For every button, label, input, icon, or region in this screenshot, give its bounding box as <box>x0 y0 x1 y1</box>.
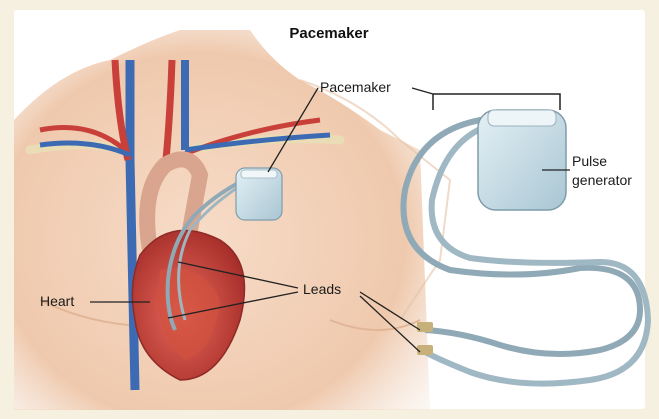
vein-neck-left <box>130 60 135 390</box>
label-pulse-line2: generator <box>572 172 632 188</box>
callout-bracket <box>433 94 560 110</box>
lead-tip-2 <box>417 345 433 355</box>
lead-tip-1 <box>417 322 433 332</box>
pulse-generator-header <box>488 110 556 126</box>
leader-pacemaker-right <box>412 88 433 94</box>
label-pacemaker: Pacemaker <box>320 79 391 95</box>
label-pulse-line1: Pulse <box>572 153 607 169</box>
diagram-title: Pacemaker <box>289 25 368 42</box>
label-heart: Heart <box>40 293 74 309</box>
label-leads: Leads <box>303 281 341 297</box>
implanted-pacemaker-header <box>241 170 277 178</box>
